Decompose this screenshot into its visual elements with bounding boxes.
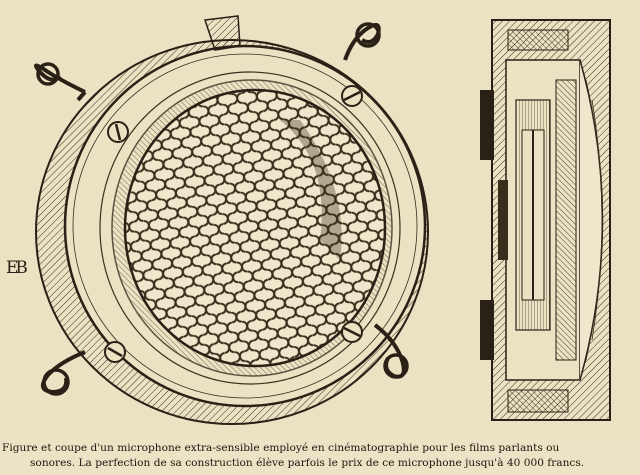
screw-icon: [107, 121, 129, 143]
screw-icon: [104, 341, 126, 363]
hook-icon: [34, 62, 87, 102]
hook-icon: [343, 22, 381, 61]
engraver-mark: EB: [6, 258, 28, 278]
engraving-plate: EB: [6, 15, 611, 425]
caption-line-2: sonores. La perfection de sa constructio…: [30, 457, 585, 469]
microphone-front-view: [34, 15, 429, 425]
screw-icon: [341, 321, 363, 343]
hook-icon: [40, 350, 86, 396]
hook-icon: [373, 323, 409, 379]
screw-icon: [341, 85, 363, 107]
caption-line-1: Figure et coupe d'un microphone extra-se…: [2, 442, 560, 454]
microphone-cross-section: [480, 19, 611, 421]
figure-caption: Figure et coupe d'un microphone extra-se…: [0, 441, 640, 475]
microphone-illustration: [34, 15, 611, 425]
